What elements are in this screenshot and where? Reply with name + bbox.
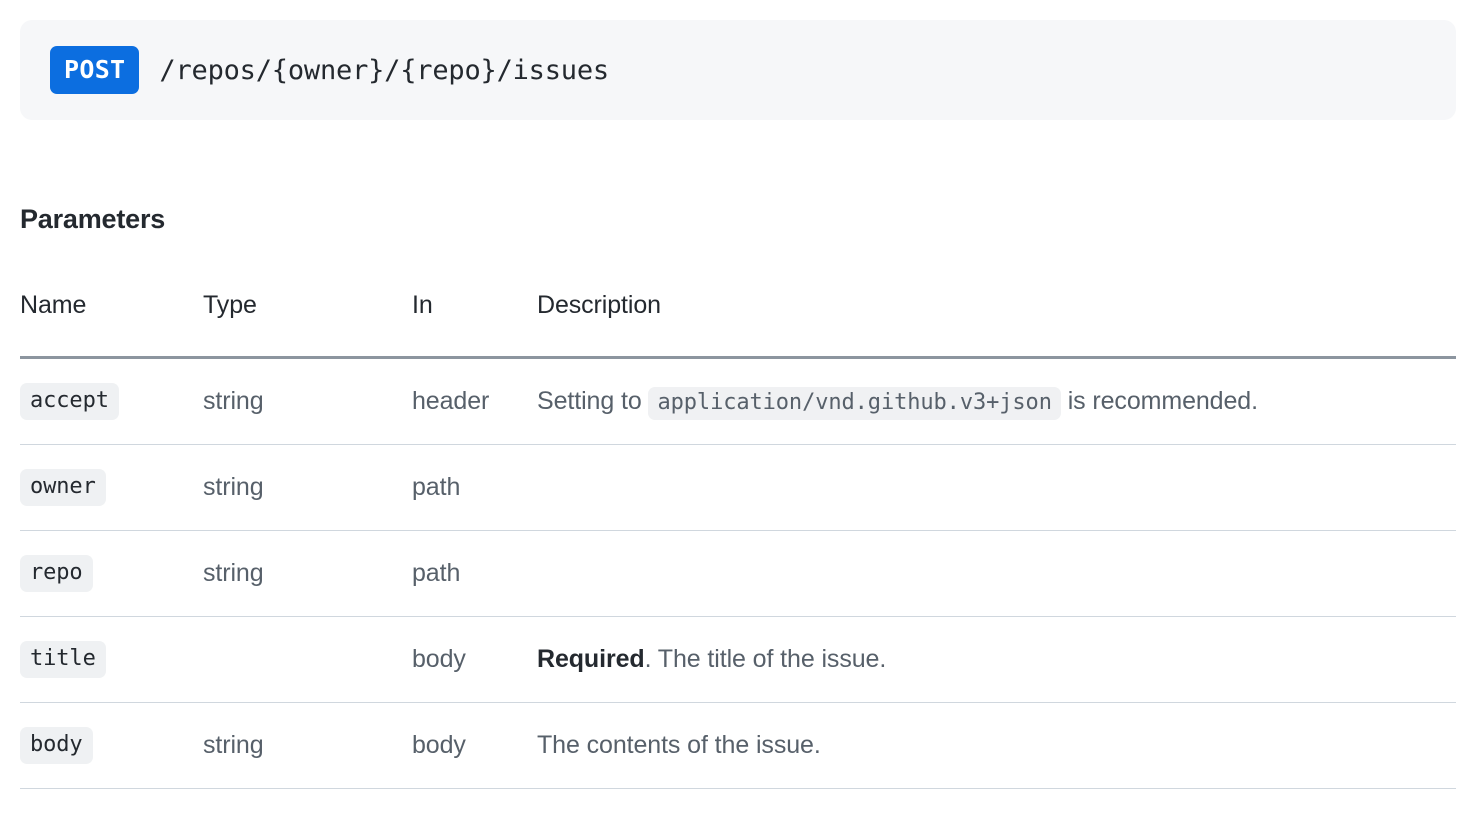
param-description [537,573,1456,574]
cell-param-description: Setting to application/vnd.github.v3+jso… [537,357,1456,445]
table-header: Name Type In Description [20,291,1456,359]
required-label: Required [537,645,645,673]
page-title: Parameters [20,204,166,234]
column-header-name: Name [20,291,203,359]
param-name-chip: repo [20,555,93,592]
cell-param-description: The contents of the issue. [537,702,1456,789]
param-name-chip: owner [20,469,106,506]
cell-param-type: string [203,702,412,789]
column-header-in: In [412,291,537,359]
param-name-chip: title [20,641,106,678]
column-header-type: Type [203,291,412,359]
cell-param-type [203,616,412,703]
cell-param-name: owner [20,444,203,531]
empty-description [537,573,1456,574]
param-name-chip: body [20,727,93,764]
empty-description [537,487,1456,488]
cell-param-type: string [203,357,412,445]
cell-param-in: body [412,616,537,703]
cell-param-description [537,530,1456,617]
inline-code-snippet: application/vnd.github.v3+json [648,386,1061,420]
cell-param-type: string [203,444,412,531]
param-description: The contents of the issue. [537,731,821,759]
column-header-description: Description [537,291,1456,359]
cell-param-in: path [412,444,537,531]
cell-param-name: repo [20,530,203,617]
cell-param-in: header [412,357,537,445]
cell-param-in: path [412,530,537,617]
table-header-row: Name Type In Description [20,291,1456,359]
param-description: Required. The title of the issue. [537,645,887,673]
cell-param-name: title [20,616,203,703]
cell-param-name: body [20,702,203,789]
endpoint-header-panel: POST /repos/{owner}/{repo}/issues [20,20,1456,120]
http-method-badge: POST [50,46,140,94]
param-name-chip: accept [20,383,119,420]
api-docs-page: POST /repos/{owner}/{repo}/issues Parame… [0,20,1476,836]
param-description: Setting to application/vnd.github.v3+jso… [537,386,1258,420]
endpoint-path: /repos/{owner}/{repo}/issues [159,54,609,86]
cell-param-in: body [412,702,537,789]
param-description [537,487,1456,488]
cell-param-description [537,444,1456,531]
cell-param-name: accept [20,357,203,445]
cell-param-description: Required. The title of the issue. [537,616,1456,703]
cell-param-type: string [203,530,412,617]
